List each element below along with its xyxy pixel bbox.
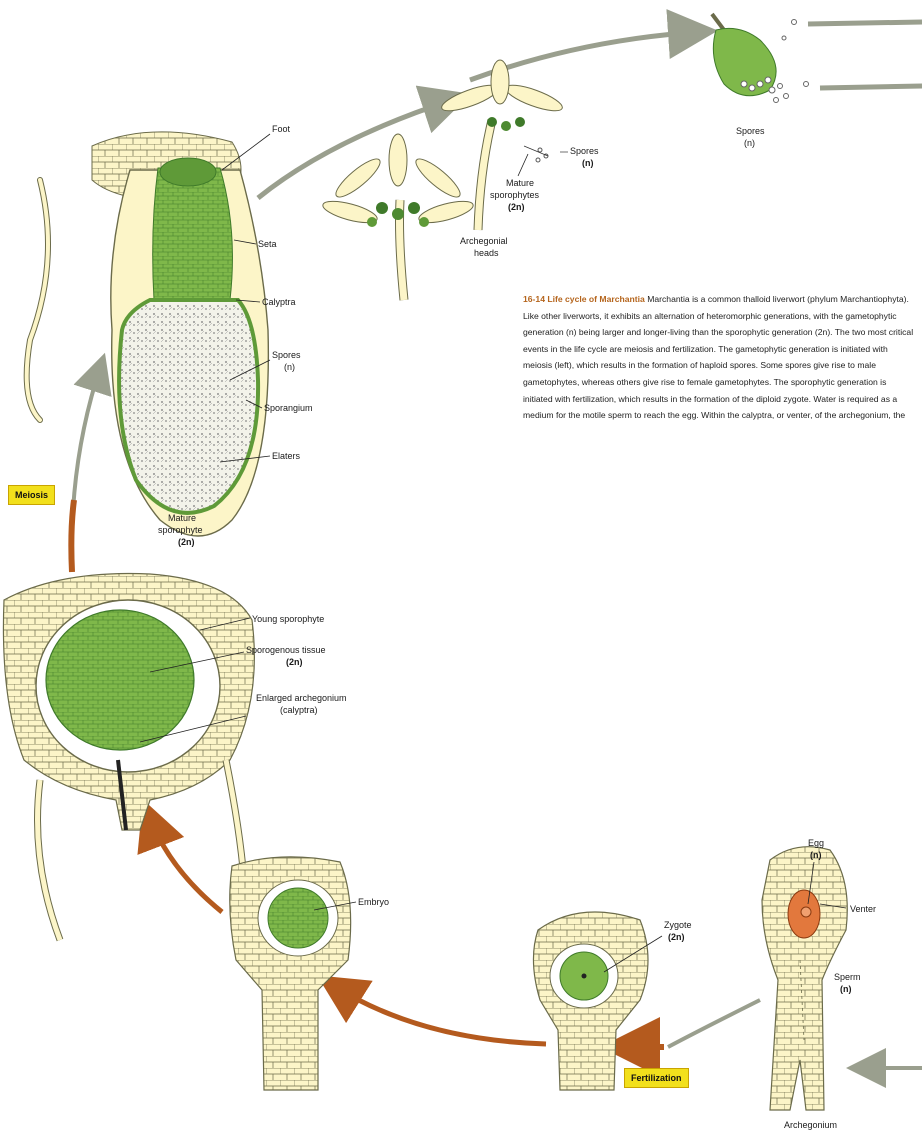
label-mature-sporophytes-2: sporophytes [490, 190, 540, 200]
caption-title: 16-14 Life cycle of Marchantia [523, 294, 645, 304]
arrow-meiosis-brown [71, 500, 74, 572]
label-embryo: Embryo [358, 897, 389, 907]
label-spores-head-2: (n) [582, 158, 594, 168]
seta [153, 168, 233, 300]
label-enlarged-archegonium-2: (calyptra) [280, 705, 318, 715]
label-spores-head-1: Spores [570, 146, 599, 156]
label-spores-n-2: (n) [284, 362, 295, 372]
label-mature-sporophyte-2: sporophyte [158, 525, 203, 535]
label-enlarged-archegonium-1: Enlarged archegonium [256, 693, 347, 703]
label-zygote-1: Zygote [664, 920, 692, 930]
label-elaters: Elaters [272, 451, 301, 461]
arrow-spores-out-1 [808, 22, 922, 24]
embryo-body [268, 888, 328, 948]
arrow-sperm-in [668, 1000, 760, 1047]
young-sporophyte-body [46, 610, 194, 750]
label-mature-sporophyte-1: Mature [168, 513, 196, 523]
label-mature-sporophytes-3: (2n) [508, 202, 525, 212]
foot [160, 158, 216, 186]
arrow-spores-out-2 [820, 86, 922, 88]
mature-sporophyte [27, 132, 269, 536]
label-egg-1: Egg [808, 838, 824, 848]
label-mature-sporophytes-1: Mature [506, 178, 534, 188]
label-sperm-1: Sperm [834, 972, 861, 982]
caption-body: Marchantia is a common thalloid liverwor… [523, 294, 913, 420]
label-zygote-2: (2n) [668, 932, 685, 942]
released-spores-dots [524, 146, 568, 162]
label-venter: Venter [850, 904, 876, 914]
label-young-sporophyte: Young sporophyte [252, 614, 324, 624]
figure-caption: 16-14 Life cycle of Marchantia Marchanti… [523, 291, 915, 424]
label-sporogenous-tissue-2: (2n) [286, 657, 303, 667]
label-sperm-2: (n) [840, 984, 852, 994]
label-sporangium: Sporangium [264, 403, 313, 413]
meiosis-tag: Meiosis [8, 485, 55, 505]
label-spores-n-1: Spores [272, 350, 301, 360]
label-egg-2: (n) [810, 850, 822, 860]
label-foot: Foot [272, 124, 291, 134]
sporangium [119, 300, 258, 513]
arrow-meiosis-up [72, 368, 100, 560]
archegonial-head-left [321, 134, 475, 300]
arrow-zygote-to-embryo [334, 986, 546, 1044]
label-spores-top-2: (n) [744, 138, 755, 148]
zygote-stage [533, 912, 648, 1090]
label-archegonium: Archegonium [784, 1120, 837, 1130]
embryo-stage [230, 857, 351, 1090]
label-spores-top-1: Spores [736, 126, 765, 136]
young-sporophyte-stage [3, 574, 254, 940]
label-archegonial-heads-1: Archegonial [460, 236, 508, 246]
spore-capsule [712, 14, 809, 103]
label-calyptra: Calyptra [262, 297, 296, 307]
label-sporogenous-tissue-1: Sporogenous tissue [246, 645, 326, 655]
label-mature-sporophyte-3: (2n) [178, 537, 195, 547]
fertilization-tag: Fertilization [624, 1068, 689, 1088]
label-archegonial-heads-2: heads [474, 248, 499, 258]
label-seta: Seta [258, 239, 277, 249]
arrow-embryo-to-young [150, 818, 222, 912]
